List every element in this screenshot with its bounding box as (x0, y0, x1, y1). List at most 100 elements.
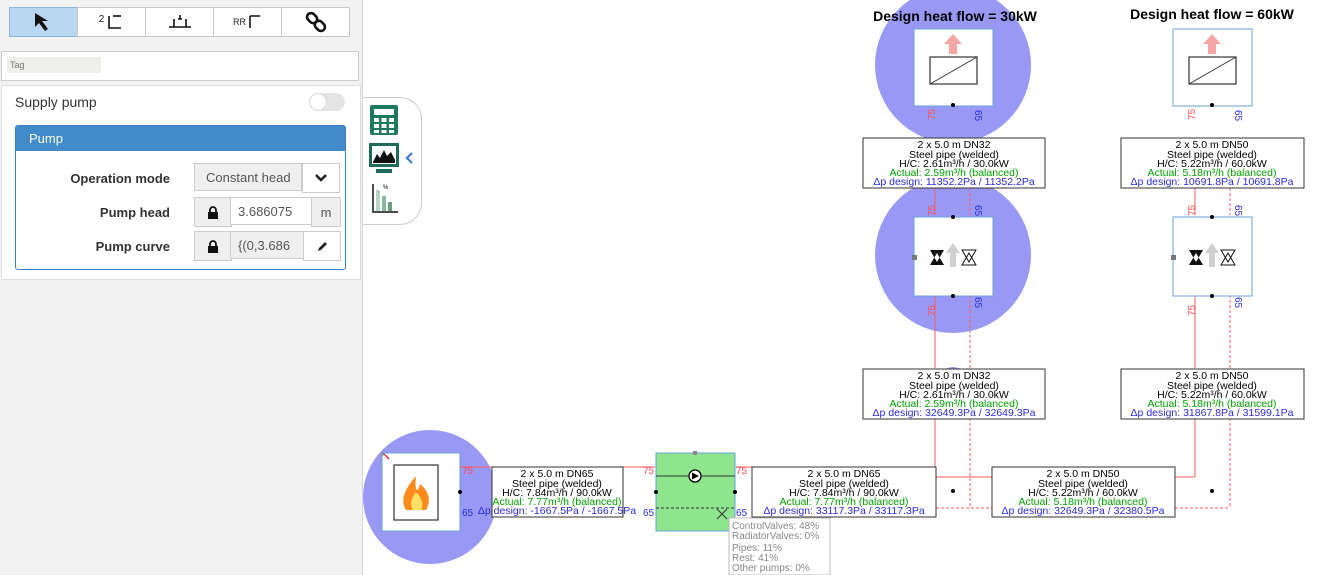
pump-head-unit: m (311, 197, 341, 227)
svg-text:Actual: 5.18m³/h (balanced): Actual: 5.18m³/h (balanced) (1148, 167, 1277, 179)
svg-text:65: 65 (736, 508, 748, 519)
percentage-chart-button[interactable]: % (368, 182, 400, 214)
heat-up-arrow-icon (944, 34, 962, 54)
svg-text:%: % (383, 185, 389, 191)
chain-link-icon (305, 11, 326, 33)
pump-curve-input[interactable]: {(0,3.686 (230, 231, 304, 259)
properties-panel: 2 RR Supply pump Pump Operation mode Con… (0, 0, 363, 575)
pipe-box[interactable]: 2 x 5.0 m DN32 Steel pipe (welded) H/C: … (862, 137, 1046, 189)
pump-head-label: Pump head (99, 205, 170, 220)
svg-text:2 x 5.0 m DN65: 2 x 5.0 m DN65 (808, 468, 881, 480)
svg-text:H/C: 5.22m³/h / 60.0kW: H/C: 5.22m³/h / 60.0kW (1157, 389, 1267, 401)
svg-text:Steel pipe (welded): Steel pipe (welded) (799, 478, 889, 490)
svg-text:Pipes: 11%: Pipes: 11% (732, 543, 782, 554)
svg-text:2 x 5.0 m DN32: 2 x 5.0 m DN32 (918, 139, 991, 151)
bypass-tool-button[interactable] (145, 7, 214, 37)
radiator-2[interactable] (1172, 28, 1253, 107)
pump-head-lock-button[interactable] (194, 197, 232, 227)
pipe-lines (460, 188, 1196, 478)
select-tool-button[interactable] (9, 7, 78, 37)
pipe-box[interactable]: 2 x 5.0 m DN50 Steel pipe (welded) H/C: … (1120, 137, 1305, 189)
svg-text:Actual: 5.18m³/h (balanced): Actual: 5.18m³/h (balanced) (1148, 398, 1277, 410)
return-pipe-lines (936, 188, 1231, 509)
chevron-down-icon (315, 174, 327, 182)
view-side-buttons: % (363, 97, 422, 225)
chart-monitor-button[interactable] (368, 142, 400, 174)
heat-flow-title-60kw: Design heat flow = 60kW (1130, 6, 1295, 22)
svg-text:Steel pipe (welded): Steel pipe (welded) (909, 380, 999, 392)
svg-text:65: 65 (972, 297, 983, 309)
svg-text:Δp design: 10691.8Pa / 10691.8: Δp design: 10691.8Pa / 10691.8Pa (1131, 176, 1294, 188)
svg-text:75: 75 (1187, 108, 1198, 120)
svg-text:65: 65 (1232, 110, 1243, 122)
reverse-return-label: RR (233, 17, 246, 27)
svg-text:Δp design: 31867.8Pa / 31599.1: Δp design: 31867.8Pa / 31599.1Pa (1131, 407, 1294, 419)
svg-text:H/C: 7.84m³/h / 90.0kW: H/C: 7.84m³/h / 90.0kW (502, 487, 612, 499)
operation-mode-dropdown-button[interactable] (302, 163, 340, 193)
supply-pump-toggle[interactable] (309, 93, 345, 111)
heat-flow-title-30kw: Design heat flow = 30kW (873, 8, 1038, 24)
pump-header: Pump (16, 126, 345, 151)
svg-text:Steel pipe (welded): Steel pipe (welded) (909, 149, 999, 161)
pencil-icon (317, 241, 327, 251)
pipe-box[interactable]: 2 x 5.0 m DN65 Steel pipe (welded) H/C: … (478, 466, 636, 518)
svg-text:H/C: 2.61m³/h / 30.0kW: H/C: 2.61m³/h / 30.0kW (899, 158, 1009, 170)
calculator-icon (370, 105, 398, 135)
svg-text:H/C: 5.22m³/h / 60.0kW: H/C: 5.22m³/h / 60.0kW (1028, 487, 1138, 499)
svg-text:Actual: 2.59m³/h (balanced): Actual: 2.59m³/h (balanced) (890, 167, 1019, 179)
two-pipe-icon (107, 15, 121, 29)
operation-mode-select[interactable]: Constant head (194, 163, 302, 191)
svg-text:Rest: 41%: Rest: 41% (732, 553, 778, 564)
reverse-return-tool-button[interactable]: RR (213, 7, 282, 37)
svg-text:Δp design: 32649.3Pa / 32380.5: Δp design: 32649.3Pa / 32380.5Pa (1002, 505, 1165, 517)
svg-text:75: 75 (643, 466, 655, 477)
svg-text:RadiatorValves: 0%: RadiatorValves: 0% (732, 531, 819, 542)
svg-text:2 x 5.0 m DN50: 2 x 5.0 m DN50 (1047, 468, 1120, 480)
svg-text:65: 65 (1232, 205, 1243, 217)
diagram-canvas[interactable]: Design heat flow = 30kW Design heat flow… (363, 0, 1317, 575)
pipe-box[interactable]: 2 x 5.0 m DN50 Steel pipe (welded) H/C: … (1120, 368, 1305, 420)
operation-mode-label: Operation mode (70, 171, 170, 186)
svg-text:75: 75 (1187, 304, 1198, 316)
tag-field-container (1, 51, 359, 81)
calculator-button[interactable] (368, 104, 400, 136)
two-pipe-tool-button[interactable]: 2 (77, 7, 146, 37)
svg-text:H/C: 7.84m³/h / 90.0kW: H/C: 7.84m³/h / 90.0kW (789, 487, 899, 499)
two-pipe-label: 2 (98, 13, 105, 25)
pump-head-input[interactable]: 3.686075 (230, 197, 312, 225)
pipe-box[interactable]: 2 x 5.0 m DN32 Steel pipe (welded) H/C: … (862, 368, 1046, 420)
svg-text:Actual: 7.77m³/h (balanced): Actual: 7.77m³/h (balanced) (780, 496, 909, 508)
reverse-return-icon (249, 15, 260, 28)
svg-text:Steel pipe (welded): Steel pipe (welded) (1167, 149, 1257, 161)
tag-input[interactable] (7, 57, 101, 73)
chart-monitor-icon (369, 143, 399, 173)
link-tool-button[interactable] (281, 7, 350, 37)
svg-text:Actual: 7.77m³/h (balanced): Actual: 7.77m³/h (balanced) (493, 496, 622, 508)
percentage-chart-icon: % (372, 184, 398, 213)
lock-icon (208, 205, 218, 219)
collapse-chevron-icon[interactable] (404, 151, 414, 170)
svg-text:Actual: 2.59m³/h (balanced): Actual: 2.59m³/h (balanced) (890, 398, 1019, 410)
bypass-icon (168, 15, 191, 28)
pump-head-row: Pump head 3.686075 m (16, 197, 345, 227)
svg-text:65: 65 (462, 508, 474, 519)
boiler[interactable] (381, 452, 463, 532)
pump-breakdown-tooltip: ControlValves: 48% RadiatorValves: 0% Pi… (728, 517, 831, 575)
tool-toolbar: 2 RR (9, 7, 350, 37)
svg-text:65: 65 (972, 110, 983, 122)
circulation-pump[interactable] (654, 451, 737, 532)
pipe-box[interactable]: 2 x 5.0 m DN50 Steel pipe (welded) H/C: … (991, 466, 1176, 518)
svg-text:2 x 5.0 m DN32: 2 x 5.0 m DN32 (918, 370, 991, 382)
valve-block-1[interactable] (912, 215, 994, 298)
dashed-cross-icon (716, 508, 728, 520)
svg-text:65: 65 (643, 508, 655, 519)
valve-block-2[interactable] (1171, 215, 1253, 298)
radiator-1[interactable] (913, 28, 994, 107)
svg-text:H/C: 5.22m³/h / 60.0kW: H/C: 5.22m³/h / 60.0kW (1157, 158, 1267, 170)
pump-curve-edit-button[interactable] (303, 231, 341, 261)
svg-text:Steel pipe (welded): Steel pipe (welded) (1167, 380, 1257, 392)
toggle-knob (310, 94, 326, 110)
pipe-box[interactable]: 2 x 5.0 m DN65 Steel pipe (welded) H/C: … (751, 466, 937, 518)
svg-text:75: 75 (462, 466, 474, 477)
pump-curve-lock-button[interactable] (194, 231, 232, 261)
